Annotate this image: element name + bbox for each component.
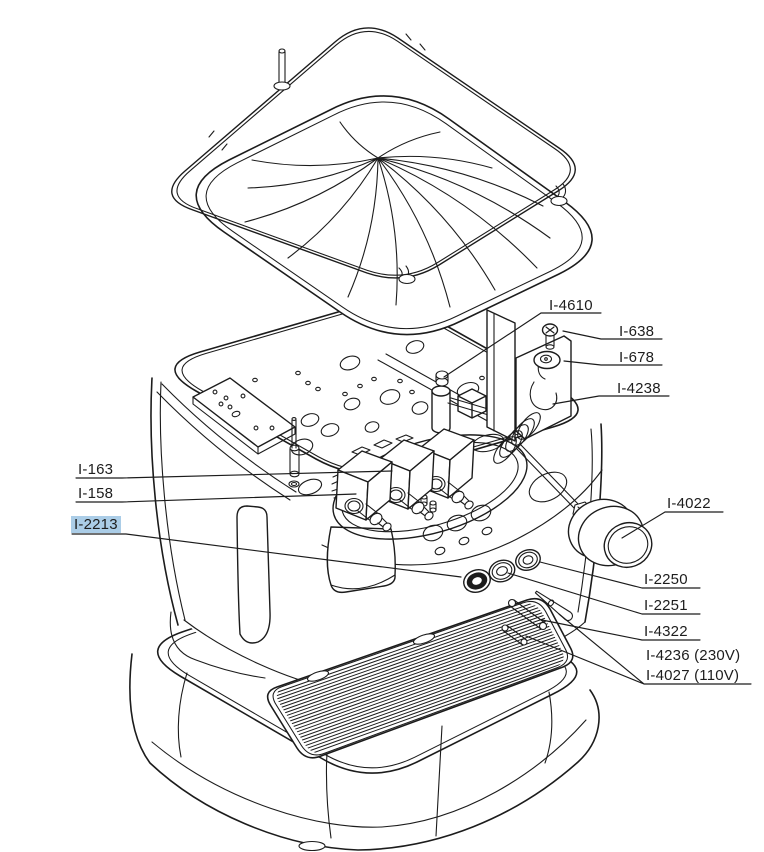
leader-lines — [71, 312, 752, 685]
group-head-cup — [326, 526, 396, 594]
capillary-tube — [515, 443, 581, 511]
pressure-gauge-part — [515, 443, 653, 568]
side-panel — [486, 309, 516, 442]
part-label-i-4238[interactable]: I-4238 — [617, 380, 661, 397]
part-label-i-4236[interactable]: I-4236 (230V) — [646, 647, 741, 664]
drip-tray-ribs — [276, 603, 564, 754]
part-label-i-4322[interactable]: I-4322 — [644, 623, 688, 640]
part-label-i-4610[interactable]: I-4610 — [549, 297, 593, 314]
part-label-i-2251[interactable]: I-2251 — [644, 597, 688, 614]
part-label-i-2213[interactable]: I-2213 — [71, 516, 121, 533]
part-label-i-4027[interactable]: I-4027 (110V) — [646, 667, 740, 684]
front-panel-holes — [420, 494, 493, 556]
neon-lamp-tube — [507, 598, 548, 631]
lens-bezel-right — [515, 548, 541, 572]
rubber-foot — [298, 840, 326, 852]
spring — [493, 412, 541, 464]
part-label-i-2250[interactable]: I-2250 — [644, 571, 688, 588]
lamp-holder-dark-ring — [463, 568, 491, 594]
part-label-i-678[interactable]: I-678 — [619, 349, 655, 366]
switch-assembly — [331, 428, 528, 540]
pan-head-screw — [541, 323, 559, 350]
top-cover-part — [195, 95, 593, 336]
part-label-i-163[interactable]: I-163 — [78, 461, 114, 478]
indicator-lenses — [463, 548, 574, 646]
drip-tray-part — [266, 597, 574, 759]
rail-feet — [273, 48, 568, 285]
part-label-i-4022[interactable]: I-4022 — [667, 495, 711, 512]
neon-lamp-tube-2 — [501, 624, 528, 646]
part-label-i-158[interactable]: I-158 — [78, 485, 114, 502]
bracket-assembly — [486, 309, 572, 464]
part-label-i-638[interactable]: I-638 — [619, 323, 655, 340]
lens-bezel-middle — [488, 559, 516, 583]
radial-rib-pattern — [244, 121, 551, 308]
mounting-plate — [192, 377, 296, 455]
front-column — [236, 505, 271, 644]
cup-rail-part — [171, 27, 576, 285]
